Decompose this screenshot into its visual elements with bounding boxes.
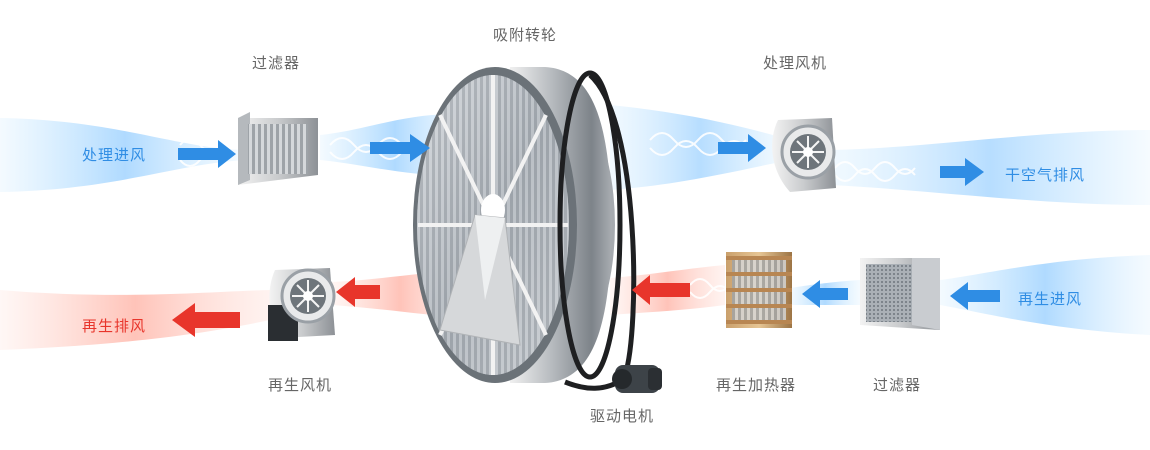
arrow-process-out xyxy=(718,134,766,162)
arrow-dry-air-out xyxy=(940,158,984,186)
arrow-regen-wheel-out xyxy=(336,277,380,307)
process-arrows xyxy=(178,134,1000,310)
dry-air-helix xyxy=(834,161,916,182)
regen-fan xyxy=(268,268,336,341)
label-regen-exhaust: 再生排风 xyxy=(82,317,147,335)
process-fan xyxy=(772,118,836,192)
label-regen-fan: 再生风机 xyxy=(268,376,333,394)
regen-exhaust-flow xyxy=(0,290,270,350)
process-inlet-flow xyxy=(0,118,250,192)
arrow-regen-in xyxy=(950,282,1000,310)
label-process-fan: 处理风机 xyxy=(763,54,828,72)
label-drive-motor: 驱动电机 xyxy=(590,407,655,425)
regen-arrows xyxy=(172,275,690,337)
label-regen-heater: 再生加热器 xyxy=(716,376,797,394)
dry-air-outlet-flow xyxy=(830,130,1150,205)
label-dry-air-outlet: 干空气排风 xyxy=(1005,166,1086,184)
label-filter-top: 过滤器 xyxy=(252,54,301,72)
filter-bottom xyxy=(860,258,940,330)
label-adsorption-wheel: 吸附转轮 xyxy=(493,26,558,44)
filter-top xyxy=(238,112,318,185)
arrow-regen-filter xyxy=(802,280,848,308)
regen-inlet-flow xyxy=(940,255,1150,335)
arrow-regen-heated xyxy=(632,275,690,305)
label-process-inlet: 处理进风 xyxy=(82,146,147,164)
label-filter-bottom: 过滤器 xyxy=(873,376,922,394)
arrow-process-mid xyxy=(370,134,430,162)
arrow-process-in xyxy=(178,140,236,168)
adsorption-wheel xyxy=(413,67,623,383)
label-regen-inlet: 再生进风 xyxy=(1018,290,1083,308)
drive-motor xyxy=(564,73,662,393)
process-outlet-flow xyxy=(610,105,790,190)
arrow-regen-exhaust xyxy=(172,303,240,337)
regen-heater xyxy=(726,252,792,328)
